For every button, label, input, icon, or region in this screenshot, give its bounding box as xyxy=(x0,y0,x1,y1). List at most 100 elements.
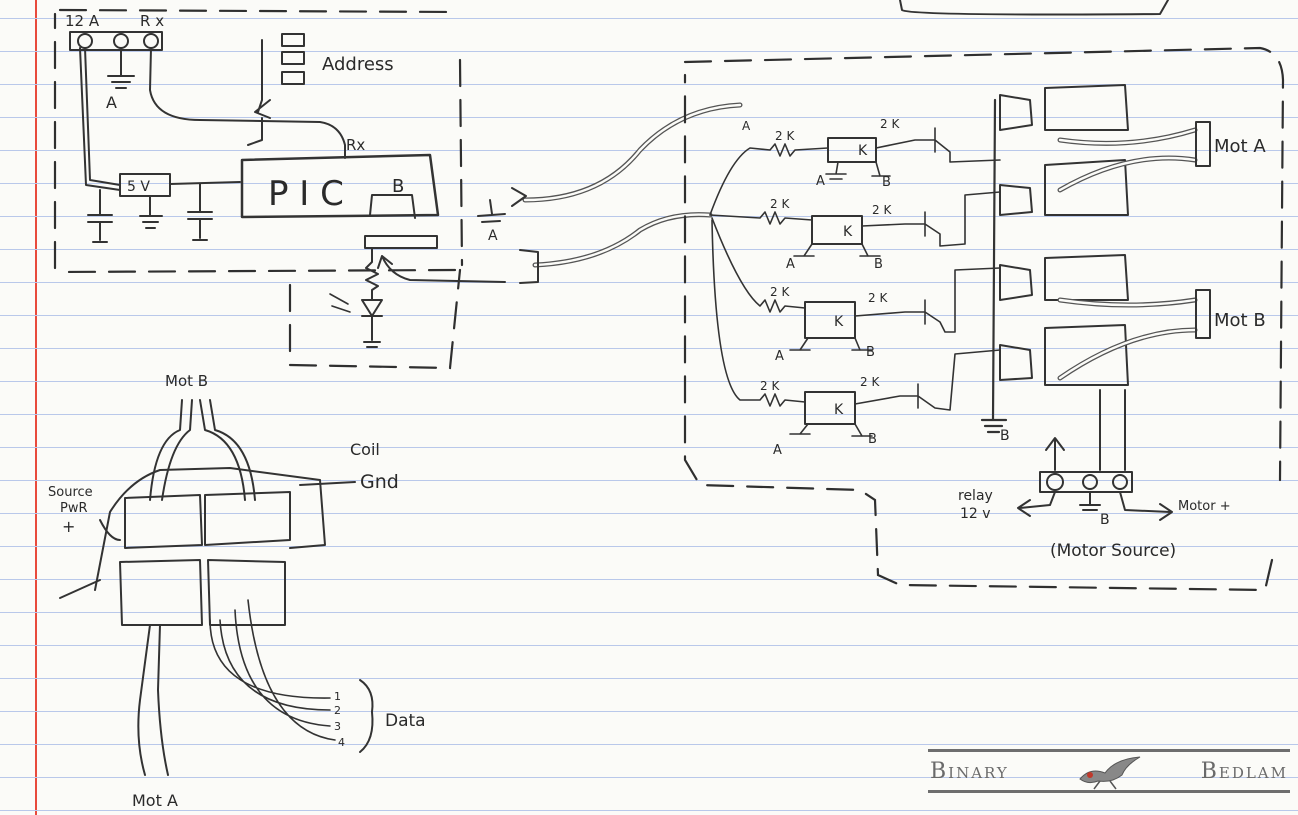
label-2k-6: 2 K xyxy=(868,291,888,305)
ruled-line xyxy=(0,51,1298,52)
ruled-line xyxy=(0,645,1298,646)
label-opto-b-4: B xyxy=(868,432,877,447)
label-k-3: K xyxy=(834,314,844,330)
label-2k-4: 2 K xyxy=(872,203,892,217)
label-pic: P I C xyxy=(268,174,344,214)
label-opto-a-2: A xyxy=(816,174,825,189)
label-ground-a2: A xyxy=(488,228,498,244)
power-terminal-block xyxy=(69,31,163,51)
label-2k-8: 2 K xyxy=(860,375,880,389)
ruled-line xyxy=(0,480,1298,481)
label-motor-plus: Motor + xyxy=(1178,499,1231,514)
label-12a: 12 A xyxy=(65,12,100,30)
logo-binary: Binary xyxy=(930,758,1009,784)
label-gnd: Gnd xyxy=(360,471,399,493)
label-2k-3: 2 K xyxy=(770,197,790,211)
binary-bedlam-logo: Binary Bedlam xyxy=(928,749,1290,793)
label-2k-1: 2 K xyxy=(775,129,795,143)
label-data: Data xyxy=(385,711,426,731)
label-k-4: K xyxy=(834,402,844,418)
label-pwr: PwR xyxy=(60,501,88,516)
logo-bedlam: Bedlam xyxy=(1200,758,1288,784)
label-address: Address xyxy=(322,54,394,75)
ruled-line xyxy=(0,117,1298,118)
label-motor-source: (Motor Source) xyxy=(1050,541,1176,561)
label-mot-a-bottom: Mot A xyxy=(132,791,178,810)
ruled-line xyxy=(0,744,1298,745)
label-k-1: K xyxy=(858,143,868,159)
label-plus: + xyxy=(62,517,75,536)
ruled-line xyxy=(0,150,1298,151)
driver-box xyxy=(683,46,1285,592)
ruled-line xyxy=(0,216,1298,217)
dragon-icon xyxy=(1079,756,1140,790)
ruled-line xyxy=(0,414,1298,415)
label-pic-b: B xyxy=(392,176,404,197)
ruled-line xyxy=(0,84,1298,85)
margin-line xyxy=(35,0,37,815)
opto-channels xyxy=(709,127,1001,437)
ruled-line xyxy=(0,381,1298,382)
label-data-pin-4: 4 xyxy=(338,736,345,749)
ruled-line xyxy=(0,678,1298,679)
mot-a-terminal xyxy=(1195,121,1211,167)
ruled-line xyxy=(0,579,1298,580)
label-k-2: K xyxy=(843,224,853,240)
label-2k-7: 2 K xyxy=(760,379,780,393)
terminal-screw xyxy=(113,33,129,49)
mot-b-terminal xyxy=(1195,289,1211,339)
motor-source-terminal xyxy=(1039,471,1133,493)
ruled-line xyxy=(0,711,1298,712)
relay-blocks xyxy=(999,84,1129,386)
label-2k-5: 2 K xyxy=(770,285,790,299)
label-mot-b-right: Mot B xyxy=(1214,310,1266,331)
label-opto-b-3: B xyxy=(866,345,875,360)
label-mot-b-left: Mot B xyxy=(165,372,208,390)
label-data-pin-3: 3 xyxy=(334,720,341,733)
label-opto-a-1: A xyxy=(742,119,751,133)
address-switch xyxy=(281,33,305,47)
connector-pinout-sketch xyxy=(59,399,374,776)
label-rx-top: R x xyxy=(140,12,164,30)
ruled-line xyxy=(0,777,1298,778)
label-source: Source xyxy=(48,485,93,500)
ruled-line xyxy=(0,282,1298,283)
label-opto-a-3: A xyxy=(786,257,795,272)
label-bottom-b: B xyxy=(1100,512,1110,528)
ruled-line xyxy=(0,249,1298,250)
ruled-line xyxy=(0,315,1298,316)
label-data-pin-1: 1 xyxy=(334,690,341,703)
ruled-line xyxy=(0,810,1298,811)
header-connector xyxy=(364,235,438,249)
label-coil: Coil xyxy=(350,440,380,459)
label-opto-b-1: B xyxy=(882,175,891,190)
label-opto-a-4: A xyxy=(775,349,784,364)
label-2k-2: 2 K xyxy=(880,117,900,131)
ruled-line xyxy=(0,546,1298,547)
ruled-line xyxy=(0,18,1298,19)
terminal-screw xyxy=(77,33,93,49)
ruled-line xyxy=(0,612,1298,613)
ruled-line xyxy=(0,348,1298,349)
pic-chip xyxy=(240,153,440,219)
address-switch xyxy=(281,71,305,85)
label-bus-b: B xyxy=(1000,428,1010,444)
label-opto-b-2: B xyxy=(874,257,883,272)
controller-box xyxy=(53,8,464,274)
label-mot-a-right: Mot A xyxy=(1214,136,1266,157)
led-box xyxy=(288,268,462,370)
label-opto-a-5: A xyxy=(773,443,782,458)
ruled-line xyxy=(0,447,1298,448)
ruled-line xyxy=(0,183,1298,184)
ruled-line xyxy=(0,513,1298,514)
label-ground-a: A xyxy=(106,93,117,112)
address-switch xyxy=(281,51,305,65)
label-5v: 5 V xyxy=(127,179,150,195)
label-data-pin-2: 2 xyxy=(334,704,341,717)
label-12v: 12 v xyxy=(960,506,991,522)
label-pic-rx: Rx xyxy=(346,136,365,154)
label-relay: relay xyxy=(958,488,993,504)
terminal-screw xyxy=(143,33,159,49)
